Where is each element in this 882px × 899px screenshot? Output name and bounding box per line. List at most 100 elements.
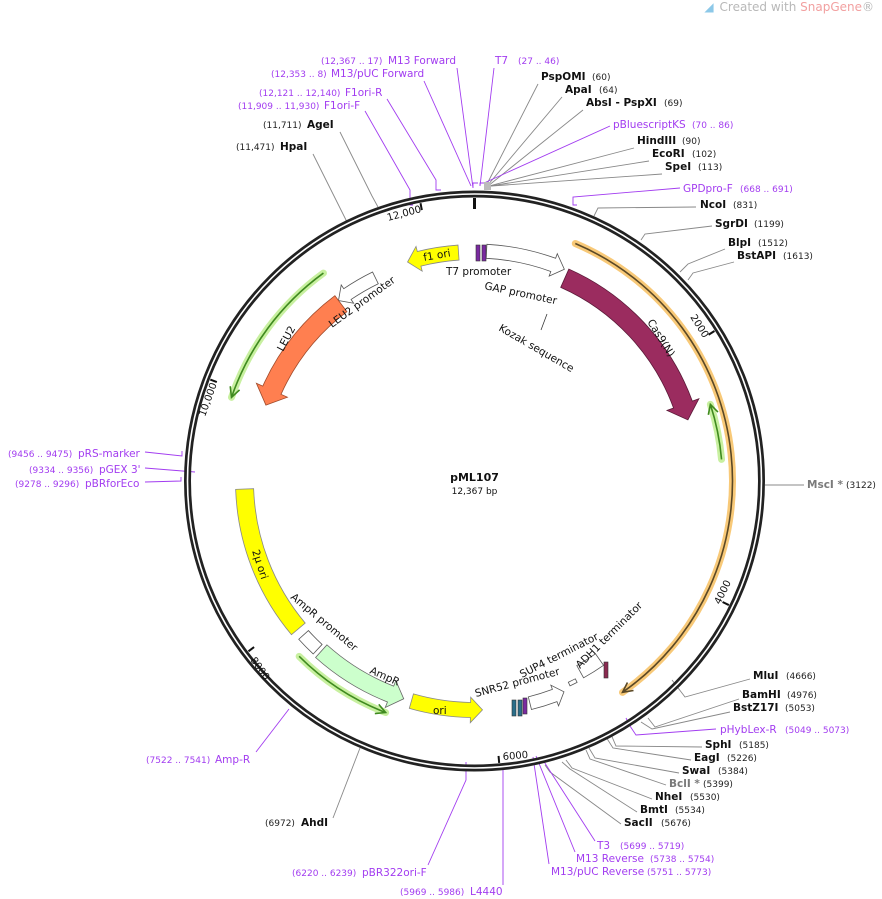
primer-range: (11,909 .. 11,930) [238, 102, 319, 112]
primer-name[interactable]: T3 [596, 840, 610, 852]
enzyme-leader-line [679, 248, 726, 273]
primer-range: (27 .. 46) [518, 57, 559, 67]
small-feature-mark [511, 699, 517, 717]
primer-range: (5969 .. 5986) [400, 888, 464, 898]
leu2-promoter-feature [338, 271, 379, 304]
enzyme-name[interactable]: BlpI [728, 237, 751, 249]
primer-name[interactable]: pBRforEco [85, 478, 139, 490]
enzyme-name[interactable]: EagI [694, 752, 720, 764]
enzyme-name[interactable]: SpeI [665, 161, 691, 173]
primer-name[interactable]: GPDpro-F [683, 183, 733, 195]
enzyme-name[interactable]: HindIII [637, 135, 676, 147]
primer-name[interactable]: Amp-R [215, 754, 250, 766]
enzyme-leader-line [487, 109, 584, 187]
primer-name[interactable]: pGEX 3' [99, 464, 141, 476]
primer-name[interactable]: M13/pUC Reverse [551, 866, 644, 878]
primer-range: (668 .. 691) [740, 185, 793, 195]
enzyme-name[interactable]: ApaI [565, 84, 592, 96]
enzyme-name[interactable]: SgrDI [715, 218, 748, 230]
enzyme-leader-line [488, 147, 635, 187]
enzyme-name[interactable]: HpaI [280, 141, 307, 153]
primer-range: (12,121 .. 12,140) [259, 89, 340, 99]
primer-leader-line [572, 187, 681, 206]
enzyme-name[interactable]: EcoRI [652, 148, 685, 160]
primer-name[interactable]: L4440 [470, 886, 503, 898]
primer-leader-line [535, 755, 576, 853]
enzyme-leader-line [486, 96, 563, 187]
enzyme-name[interactable]: BclI * [669, 778, 700, 790]
t7-gap-promoter-feature [485, 243, 565, 277]
enzyme-name[interactable]: SacII [624, 817, 653, 829]
sup4-terminator-feature [567, 678, 578, 687]
enzyme-leader-line [565, 759, 653, 800]
primer-name[interactable]: F1ori-F [324, 100, 360, 112]
enzyme-name[interactable]: NcoI [700, 199, 726, 211]
primer-name[interactable]: pRS-marker [78, 448, 141, 460]
primer-name[interactable]: M13 Reverse [576, 853, 644, 865]
watermark-suffix: ® [862, 0, 874, 14]
feature-label: ori [433, 705, 447, 717]
orf-leu2 [230, 272, 324, 398]
primer-leader-line [483, 125, 611, 184]
snapgene-watermark: ◢Created with SnapGene® [704, 0, 874, 14]
enzyme-position: (5676) [661, 819, 691, 829]
enzyme-position: (5053) [785, 704, 815, 714]
leu2-feature [255, 295, 348, 406]
enzyme-leader-line [640, 225, 713, 241]
primer-leader-line [144, 477, 182, 483]
enzyme-position: (5226) [727, 754, 757, 764]
enzyme-name[interactable]: BstZ17I [733, 702, 778, 714]
2u-ori-feature [235, 488, 306, 636]
enzyme-name[interactable]: AbsI - PspXI [586, 97, 657, 109]
tick-mark [497, 755, 501, 764]
primer-name[interactable]: M13 Forward [388, 55, 456, 67]
primer-leader-line [456, 67, 478, 189]
enzyme-leader-line [593, 206, 697, 217]
primer-range: (7522 .. 7541) [146, 756, 210, 766]
enzyme-leader-line [585, 749, 667, 786]
enzyme-position: (90) [682, 137, 700, 147]
tick-mark [247, 646, 255, 653]
primer-name[interactable]: pBluescriptKS [613, 119, 686, 131]
mcs-mark [484, 182, 491, 190]
enzyme-name[interactable]: PspOMI [541, 71, 586, 83]
enzyme-position: (1199) [754, 220, 784, 230]
primer-name[interactable]: M13/pUC Forward [331, 68, 424, 80]
small-feature-mark [481, 244, 487, 262]
small-feature-mark [475, 244, 481, 262]
primer-leader-line [255, 708, 290, 753]
backbone-gap [186, 193, 763, 769]
ampr-feature [315, 644, 405, 709]
feature-label: GAP promoter [483, 280, 558, 307]
enzyme-name[interactable]: BamHI [742, 689, 781, 701]
enzyme-name[interactable]: SphI [705, 739, 731, 751]
enzyme-position: (4666) [786, 672, 816, 682]
orf-green-right-arrowhead-icon [707, 402, 719, 415]
primer-leader-line [423, 80, 472, 187]
watermark-prefix: Created with [719, 0, 801, 14]
enzyme-name[interactable]: NheI [655, 791, 682, 803]
enzyme-leader-line [588, 747, 680, 774]
enzyme-position: (11,711) [263, 121, 302, 131]
enzyme-position: (5530) [690, 793, 720, 803]
primer-name[interactable]: pHybLex-R [720, 724, 777, 736]
feature-label: Kozak sequence [497, 322, 576, 375]
primer-range: (5049 .. 5073) [785, 726, 849, 736]
enzyme-name[interactable]: BstAPI [737, 250, 776, 262]
primer-leader-line [144, 451, 183, 457]
primer-name[interactable]: F1ori-R [345, 87, 382, 99]
enzyme-position: (113) [698, 163, 722, 173]
primer-range: (6220 .. 6239) [292, 869, 356, 879]
enzyme-leader-line [647, 698, 740, 728]
enzyme-name[interactable]: AgeI [307, 119, 334, 131]
primer-name[interactable]: pBR322ori-F [362, 867, 427, 879]
enzyme-name[interactable]: AhdI [301, 817, 328, 829]
enzyme-leader-line [490, 173, 663, 187]
primer-name[interactable]: T7 [494, 55, 508, 67]
small-feature-mark [517, 699, 523, 717]
enzyme-name[interactable]: MscI * [807, 479, 843, 491]
enzyme-name[interactable]: MluI [753, 670, 778, 682]
enzyme-name[interactable]: BmtI [640, 804, 668, 816]
orf-leu2-arrowhead-icon [229, 386, 241, 399]
enzyme-name[interactable]: SwaI [682, 765, 710, 777]
